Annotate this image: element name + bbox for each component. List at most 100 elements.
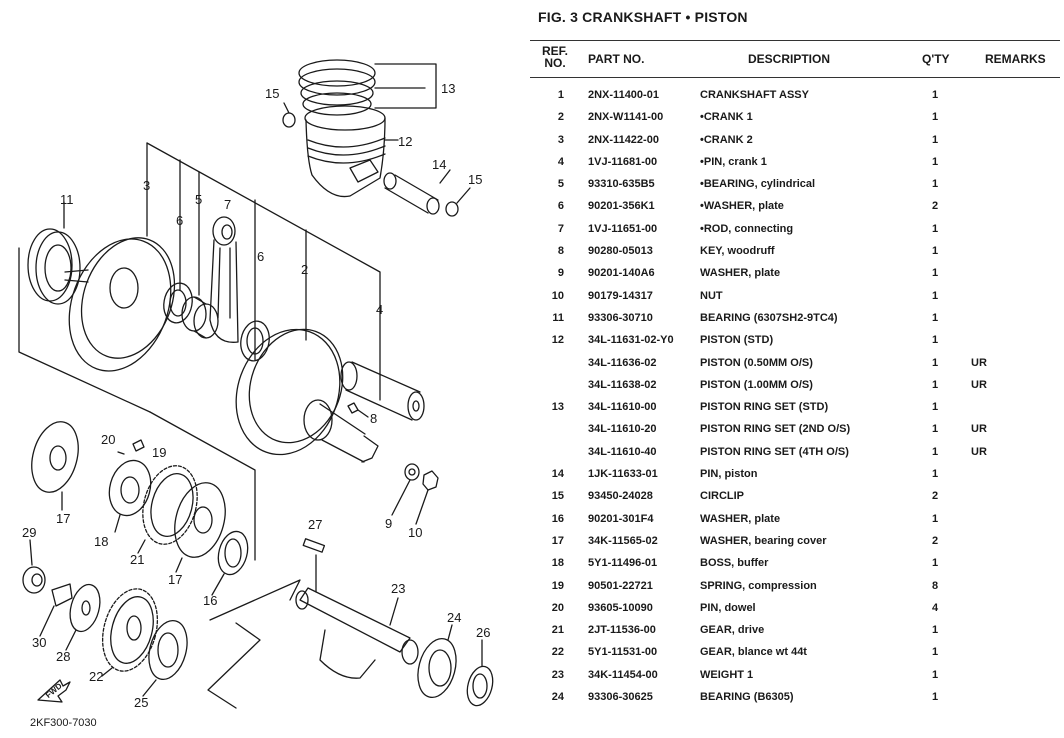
- qty-cell: 1: [931, 423, 939, 436]
- ref-no-cell: 24: [551, 691, 564, 704]
- description-cell: PISTON RING SET (2ND O/S): [700, 423, 851, 436]
- qty-cell: 1: [931, 222, 939, 235]
- washer-nut-drawing: [391, 463, 439, 525]
- part-no-cell: 1JK-11633-01: [588, 468, 658, 481]
- description-cell: •CRANK 2: [700, 133, 753, 146]
- description-cell: PISTON (1.00MM O/S): [700, 378, 813, 391]
- description-cell: WASHER, plate: [700, 512, 781, 525]
- qty-cell: 2: [931, 534, 939, 547]
- remarks-cell: UR: [971, 378, 987, 391]
- callout-28: 28: [56, 649, 71, 664]
- piston-ring-set-drawing: [298, 59, 437, 116]
- description-cell: PISTON (0.50MM O/S): [700, 356, 813, 369]
- ref-no-cell: 12: [551, 334, 564, 347]
- balancer-weight-drawing: [295, 538, 419, 679]
- description-cell: PISTON RING SET (STD): [700, 401, 829, 414]
- description-cell: •BEARING, cylindrical: [700, 178, 816, 191]
- part-no-cell: 90201-301F4: [588, 512, 654, 525]
- description-cell: PISTON (STD): [700, 334, 774, 347]
- ref-no-cell: 6: [557, 200, 564, 213]
- callout-29: 29: [22, 525, 37, 540]
- ref-no-cell: 23: [551, 668, 564, 681]
- description-cell: PIN, piston: [700, 468, 758, 481]
- buffer-boss-drawing: [108, 439, 152, 533]
- ref-no-cell: 8: [557, 245, 564, 258]
- description-cell: WEIGHT 1: [700, 668, 754, 681]
- description-cell: •WASHER, plate: [700, 200, 784, 213]
- callout-15b: 15: [468, 172, 483, 187]
- exploded-parts-diagram: 3 6 5 7 6 2 4 8 9 10 11 12 13 14 15 15 1…: [0, 0, 530, 738]
- ref-no-cell: 5: [557, 178, 564, 191]
- header-ref-line2: NO.: [544, 56, 566, 70]
- description-cell: BEARING (6307SH2-9TC4): [700, 311, 838, 324]
- part-no-cell: 34L-11631-02-Y0: [588, 334, 674, 347]
- description-cell: PIN, dowel: [700, 601, 756, 614]
- part-no-cell: 93450-24028: [588, 490, 653, 503]
- qty-cell: 8: [931, 579, 939, 592]
- part-no-cell: 2NX-11400-01: [588, 89, 659, 101]
- qty-cell: 1: [931, 557, 939, 570]
- callout-9: 9: [385, 516, 393, 531]
- bearing-24-drawing: [417, 624, 457, 698]
- crank-pin-drawing: [340, 361, 425, 421]
- part-no-cell: 93605-10090: [588, 601, 653, 614]
- washer-drawing: [163, 282, 270, 362]
- qty-cell: 2: [931, 490, 939, 503]
- drawing-number: 2KF300-7030: [30, 717, 97, 729]
- part-no-cell: 90201-356K1: [588, 200, 655, 213]
- qty-cell: 1: [931, 155, 939, 168]
- table-top-rule: [530, 40, 1060, 41]
- washer-plate-drawing: [211, 530, 249, 596]
- connecting-rod-drawing: [209, 216, 239, 343]
- qty-cell: 1: [931, 646, 939, 659]
- part-no-cell: 5Y1-11531-00: [588, 646, 658, 659]
- callout-7: 7: [224, 197, 232, 212]
- qty-cell: 1: [931, 289, 939, 302]
- part-no-cell: 90179-14317: [588, 289, 653, 302]
- qty-cell: 1: [931, 133, 939, 146]
- callout-26: 26: [476, 625, 491, 640]
- ref-no-cell: 17: [551, 534, 564, 547]
- description-cell: •ROD, connecting: [700, 222, 794, 235]
- callout-3: 3: [143, 178, 151, 193]
- qty-cell: 1: [931, 334, 939, 347]
- description-cell: SPRING, compression: [700, 579, 817, 592]
- ref-no-cell: 16: [551, 512, 564, 525]
- ref-no-cell: 4: [557, 155, 564, 168]
- callout-25: 25: [134, 695, 149, 710]
- qty-cell: 1: [931, 311, 939, 324]
- part-no-cell: 1VJ-11681-00: [588, 155, 658, 168]
- callout-15a: 15: [265, 86, 280, 101]
- ref-no-cell: 22: [551, 646, 564, 659]
- ref-no-cell: 14: [551, 468, 564, 481]
- ref-no-cell: 21: [551, 624, 564, 637]
- callout-16: 16: [203, 593, 218, 608]
- table-row: 12 34L-11631-02-Y0 PISTON (STD) 1: [530, 331, 1064, 353]
- ref-no-cell: 18: [551, 557, 564, 570]
- callout-17a: 17: [56, 511, 71, 526]
- diagram-drawing: [18, 59, 494, 709]
- description-cell: GEAR, drive: [700, 624, 765, 637]
- qty-cell: 1: [931, 668, 939, 681]
- oil-seal-drawing: [466, 639, 494, 707]
- callout-30: 30: [32, 635, 47, 650]
- part-no-cell: 34K-11565-02: [588, 534, 658, 547]
- part-no-cell: 93306-30625: [588, 691, 653, 704]
- part-no-cell: 2JT-11536-00: [588, 624, 656, 637]
- callout-5: 5: [195, 192, 203, 207]
- ref-no-cell: 15: [551, 490, 564, 503]
- description-cell: GEAR, blance wt 44t: [700, 646, 807, 659]
